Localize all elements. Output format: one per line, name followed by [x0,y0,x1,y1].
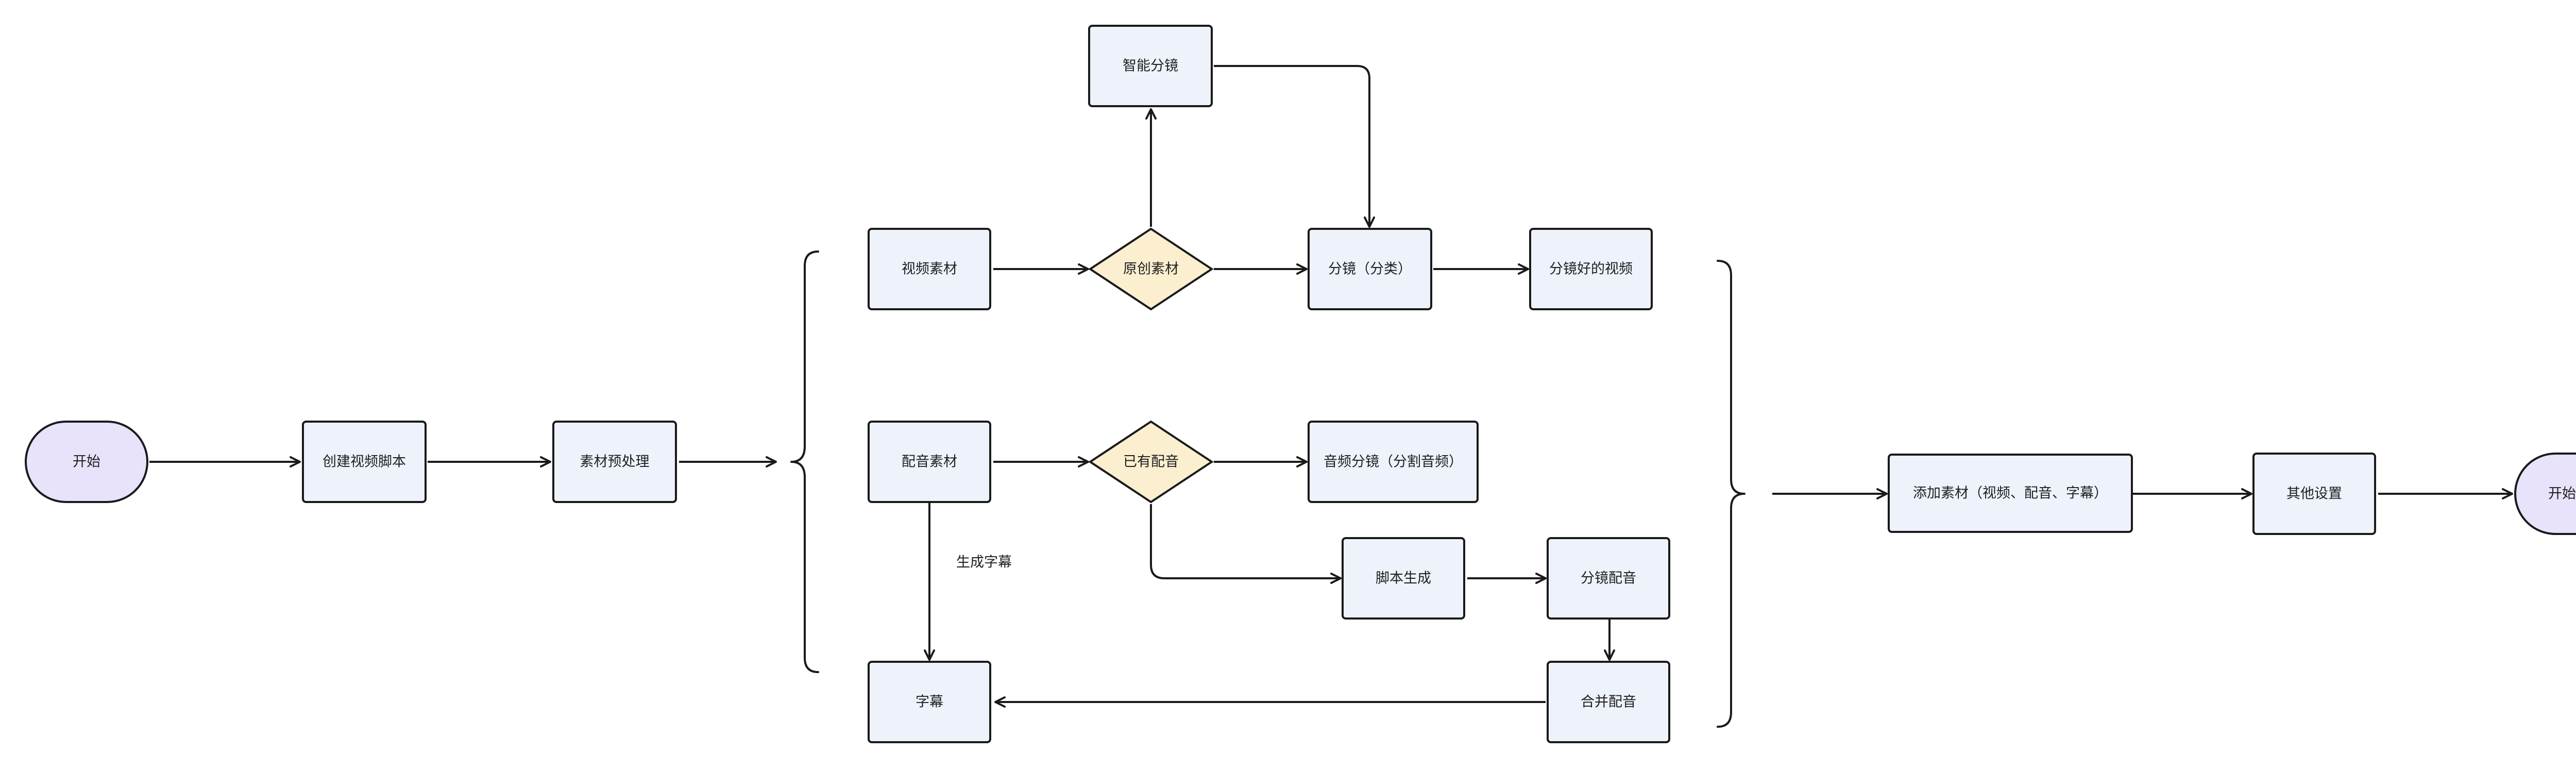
node-subtitle[interactable]: 字幕 [868,661,991,743]
video-material-box [868,228,991,310]
shot-video-label: 分镜好的视频 [1549,261,1633,277]
smart-shot-label: 智能分镜 [1123,58,1178,74]
node-preprocess[interactable]: 素材预处理 [552,421,677,503]
add-material-box [1888,454,2133,533]
audio-material-label: 配音素材 [902,454,957,470]
has-voice-label: 已有配音 [1123,454,1179,470]
shot-classify-box [1308,228,1432,310]
node-add-material[interactable]: 添加素材（视频、配音、字幕） [1888,454,2133,533]
shot-video-box [1529,228,1653,310]
node-shot-voice[interactable]: 分镜配音 [1547,537,1670,620]
node-shot-classify[interactable]: 分镜（分类） [1308,228,1432,310]
right-brace [1717,260,1745,728]
script-gen-box [1342,537,1465,620]
node-script-gen[interactable]: 脚本生成 [1342,537,1465,620]
script-gen-label: 脚本生成 [1376,571,1431,587]
edges [149,65,2513,708]
node-other-settings[interactable]: 其他设置 [2252,453,2376,535]
shot-voice-box [1547,537,1670,620]
left-brace [790,250,819,673]
start-compose-terminal-shape [2514,453,2576,535]
start-terminal-shape [25,421,148,503]
node-start-compose[interactable]: 开始合成 [2514,453,2576,535]
node-smart-shot[interactable]: 智能分镜 [1088,25,1213,107]
edge-has-voice-to-script-gen [1150,504,1342,584]
original-material-label: 原创素材 [1123,261,1179,277]
node-audio-material[interactable]: 配音素材 [868,421,991,503]
other-settings-label: 其他设置 [2286,486,2342,502]
smart-shot-box [1088,25,1213,107]
node-video-material[interactable]: 视频素材 [868,228,991,310]
node-merge-voice[interactable]: 合并配音 [1547,661,1670,743]
preprocess-box [552,421,677,503]
edge-smart-shot-to-shot-classify [1214,65,1375,228]
preprocess-label: 素材预处理 [580,454,650,470]
merge-voice-box [1547,661,1670,743]
audio-shot-label: 音频分镜（分割音频） [1324,454,1463,470]
original-material-diamond [1088,227,1214,311]
node-has-voice[interactable]: 已有配音 [1088,420,1214,504]
node-shot-video[interactable]: 分镜好的视频 [1529,228,1653,310]
start-label: 开始 [73,454,100,470]
create-script-label: 创建视频脚本 [323,454,406,470]
create-script-box [302,421,427,503]
subtitle-label: 字幕 [916,694,943,710]
merge-voice-label: 合并配音 [1581,694,1636,710]
shot-voice-label: 分镜配音 [1581,571,1636,587]
other-settings-box [2252,453,2376,535]
video-material-label: 视频素材 [902,261,957,277]
node-start[interactable]: 开始 [25,421,148,503]
subtitle-box [868,661,991,743]
add-material-label: 添加素材（视频、配音、字幕） [1913,486,2108,501]
node-create-script[interactable]: 创建视频脚本 [302,421,427,503]
edge-label-gen-subtitle: 生成字幕 [956,555,1012,571]
start-compose-label: 开始合成 [2548,486,2576,502]
node-original-material[interactable]: 原创素材 [1088,227,1214,311]
shot-classify-label: 分镜（分类） [1328,261,1412,277]
audio-material-box [868,421,991,503]
has-voice-diamond [1088,420,1214,504]
node-audio-shot[interactable]: 音频分镜（分割音频） [1308,421,1479,503]
audio-shot-box [1308,421,1479,503]
